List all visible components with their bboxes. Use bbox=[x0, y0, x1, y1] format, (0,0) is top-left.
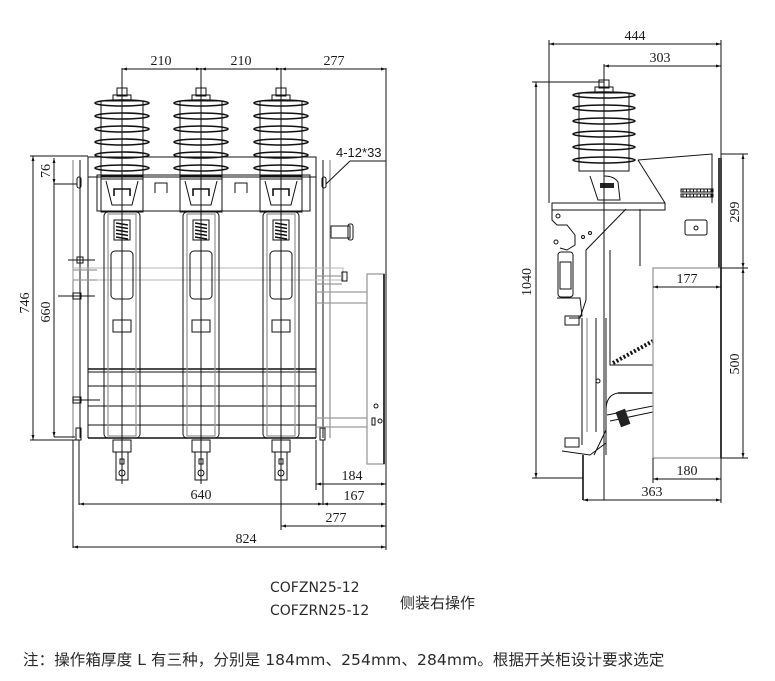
footnote: 注：操作箱厚度 L 有三种，分别是 184mm、254mm、284mm。根据开关… bbox=[23, 651, 665, 669]
dim-top-pitch-1: 210 bbox=[151, 54, 172, 69]
model-name-2: COFZRN25-12 bbox=[270, 603, 370, 619]
model-name-1: COFZN25-12 bbox=[270, 580, 360, 596]
bus-bracket bbox=[154, 182, 168, 193]
dim-base-width: 640 bbox=[191, 488, 212, 503]
side-view: 444 303 1040 299 500 177 180 363 bbox=[520, 29, 748, 503]
dim-box-depth-bottom: 180 bbox=[677, 464, 698, 479]
dim-right-offset-2: 277 bbox=[326, 511, 347, 526]
mount-slot-left bbox=[76, 176, 82, 189]
dim-right-offset-1: 167 bbox=[344, 489, 365, 504]
side-terminal bbox=[589, 175, 621, 201]
bus-bracket bbox=[234, 182, 248, 193]
dim-box-thickness: 184 bbox=[342, 469, 363, 484]
operation-label: 侧装右操作 bbox=[400, 594, 476, 612]
side-dimensions: 444 303 1040 299 500 177 180 363 bbox=[520, 29, 748, 503]
front-view: 210 210 277 4-12*33 76 746 660 184 bbox=[18, 54, 387, 550]
dim-terminal-offset: 303 bbox=[650, 51, 671, 66]
dim-box-height: 500 bbox=[728, 354, 743, 375]
dim-top-pitch-2: 210 bbox=[231, 54, 252, 69]
dim-top-right: 277 bbox=[324, 54, 345, 69]
dim-box-depth-top: 177 bbox=[677, 272, 698, 287]
front-dimensions: 210 210 277 4-12*33 76 746 660 184 bbox=[18, 54, 387, 550]
spring-mechanism bbox=[612, 339, 654, 365]
dim-upper-offset: 76 bbox=[39, 164, 54, 178]
dim-upper-height: 299 bbox=[728, 202, 743, 223]
mount-slot-right bbox=[321, 176, 327, 189]
dim-overall-width: 824 bbox=[236, 532, 257, 547]
cross-shaft bbox=[72, 267, 344, 281]
dim-mount-slot: 4-12*33 bbox=[336, 145, 382, 160]
operating-box bbox=[366, 273, 385, 465]
dim-lower-depth: 363 bbox=[642, 485, 663, 500]
dim-total-height: 1040 bbox=[520, 268, 535, 296]
dim-height-outer: 746 bbox=[18, 293, 33, 314]
dim-height-inner: 660 bbox=[39, 302, 54, 323]
dim-overall-depth: 444 bbox=[625, 29, 646, 44]
side-operating-box bbox=[652, 267, 722, 459]
